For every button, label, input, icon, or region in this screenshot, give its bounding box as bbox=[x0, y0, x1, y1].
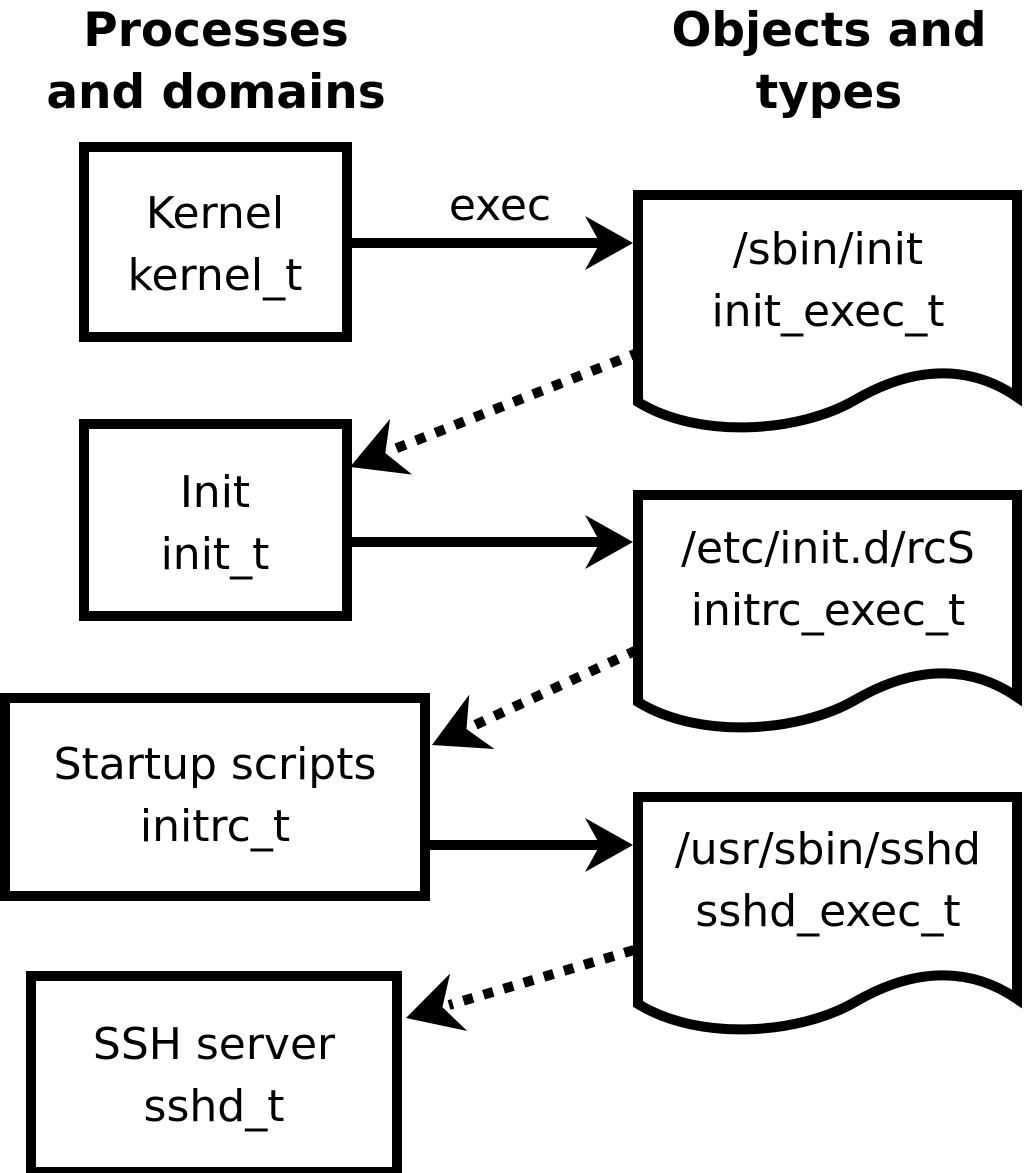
etc-initd-rcs-doc-outline bbox=[633, 490, 1022, 733]
init-box-domain: init_t bbox=[161, 529, 270, 580]
left-column-header: Processes and domains bbox=[46, 3, 385, 120]
startup-scripts-box-name: Startup scripts bbox=[54, 739, 377, 790]
exec-arrow-1-arrowhead-icon bbox=[585, 216, 633, 270]
transition-arrow-3-shaft bbox=[447, 945, 636, 1010]
transition-arrow-2-arrowhead-icon bbox=[432, 694, 495, 750]
init-box-outline bbox=[79, 419, 352, 621]
process-box-ssh-server: SSH server sshd_t bbox=[26, 971, 402, 1173]
usr-sbin-sshd-doc-path: /usr/sbin/sshd bbox=[675, 824, 981, 875]
object-doc-usr-sbin-sshd: /usr/sbin/sshd sshd_exec_t bbox=[633, 792, 1022, 1035]
ssh-server-box-name: SSH server bbox=[93, 1019, 336, 1070]
sbin-init-doc-type: init_exec_t bbox=[711, 286, 944, 337]
object-doc-sbin-init: /sbin/init init_exec_t bbox=[633, 190, 1022, 433]
kernel-box-outline bbox=[79, 142, 352, 342]
transition-arrow-etc-initd-rcs-to-startup-scripts bbox=[432, 645, 640, 750]
exec-arrow-label: exec bbox=[449, 180, 551, 231]
process-box-init: Init init_t bbox=[79, 419, 352, 621]
usr-sbin-sshd-doc-type: sshd_exec_t bbox=[695, 886, 960, 937]
right-column-header: Objects and types bbox=[671, 3, 986, 120]
exec-arrow-2-arrowhead-icon bbox=[585, 515, 633, 569]
transition-arrow-3-arrowhead-icon bbox=[406, 973, 468, 1032]
process-box-startup-scripts: Startup scripts initrc_t bbox=[0, 693, 430, 901]
ssh-server-box-domain: sshd_t bbox=[144, 1081, 285, 1132]
init-box-name: Init bbox=[180, 467, 250, 518]
process-box-kernel: Kernel kernel_t bbox=[79, 142, 352, 342]
left-header-line1: Processes bbox=[83, 3, 348, 58]
transition-arrow-1-arrowhead-icon bbox=[350, 418, 413, 475]
kernel-box-domain: kernel_t bbox=[128, 250, 303, 301]
exec-arrow-3-arrowhead-icon bbox=[585, 818, 633, 872]
left-header-line2: and domains bbox=[46, 65, 385, 120]
right-header-line2: types bbox=[756, 65, 903, 120]
transition-arrow-usr-sbin-sshd-to-ssh-server bbox=[406, 945, 636, 1032]
transition-arrow-sbin-init-to-init bbox=[350, 347, 642, 475]
transition-arrow-2-shaft bbox=[470, 645, 640, 731]
ssh-server-box-outline bbox=[26, 971, 402, 1173]
exec-arrow-startup-scripts-to-usr-sbin-sshd bbox=[423, 818, 633, 872]
sbin-init-doc-path: /sbin/init bbox=[733, 224, 923, 275]
startup-scripts-box-outline bbox=[0, 693, 430, 901]
object-doc-etc-initd-rcs: /etc/init.d/rcS initrc_exec_t bbox=[633, 490, 1022, 733]
exec-arrow-init-to-etc-initd-rcs bbox=[345, 515, 633, 569]
kernel-box-name: Kernel bbox=[146, 188, 284, 239]
etc-initd-rcs-doc-path: /etc/init.d/rcS bbox=[681, 523, 975, 574]
etc-initd-rcs-doc-type: initrc_exec_t bbox=[691, 585, 965, 636]
sbin-init-doc-outline bbox=[633, 190, 1022, 433]
startup-scripts-box-domain: initrc_t bbox=[140, 801, 290, 852]
exec-arrow-kernel-to-sbin-init: exec bbox=[347, 180, 633, 270]
right-header-line1: Objects and bbox=[671, 3, 986, 58]
transition-arrow-1-shaft bbox=[390, 347, 642, 455]
usr-sbin-sshd-doc-outline bbox=[633, 792, 1022, 1035]
